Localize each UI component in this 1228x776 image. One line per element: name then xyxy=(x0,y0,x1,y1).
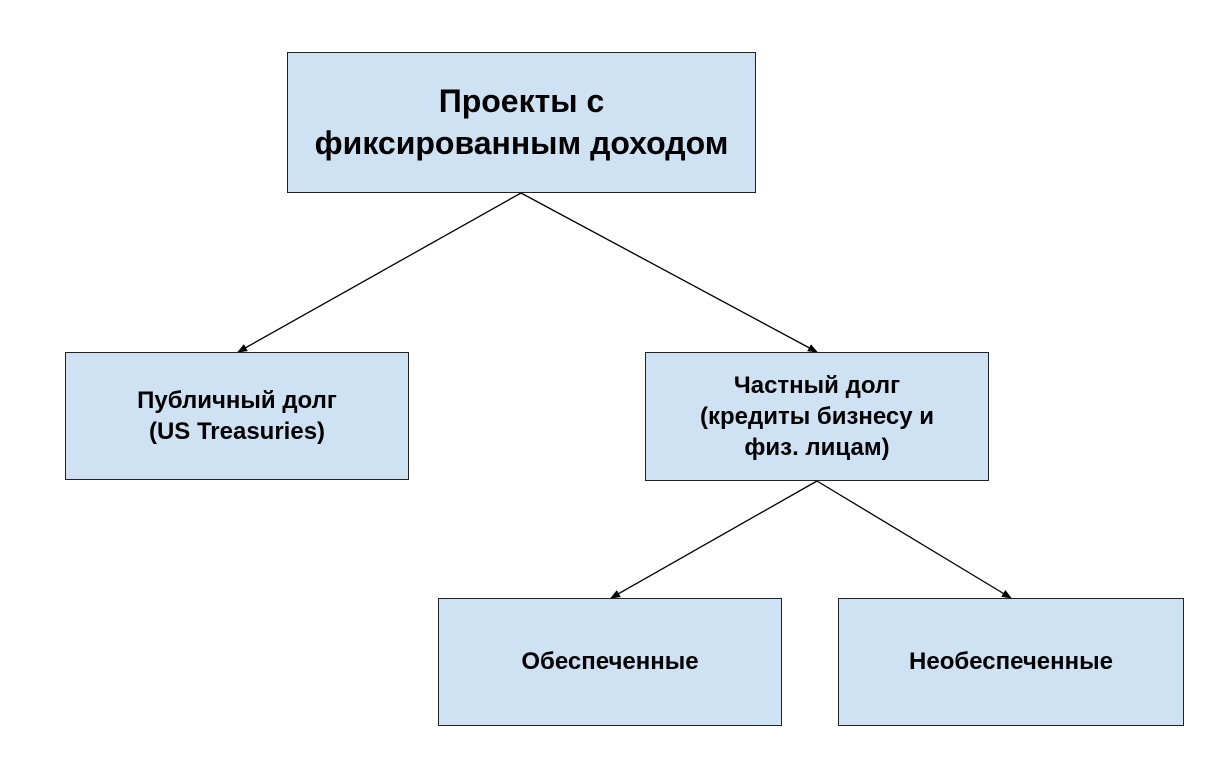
node-fixed-income-projects: Проекты с фиксированным доходом xyxy=(287,52,756,193)
edge-private-debt-to-secured xyxy=(610,480,818,599)
node-unsecured: Необеспеченные xyxy=(838,598,1184,726)
edge-root-to-public-debt xyxy=(237,192,522,353)
edge-root-to-private-debt xyxy=(520,192,818,353)
node-public-debt: Публичный долг (US Treasuries) xyxy=(65,352,409,480)
node-label: Необеспеченные xyxy=(909,648,1113,676)
node-label: Проекты с фиксированным доходом xyxy=(314,82,729,161)
edge-private-debt-to-unsecured xyxy=(816,480,1012,599)
node-secured: Обеспеченные xyxy=(438,598,782,726)
node-label: Частный долг (кредиты бизнесу и физ. лиц… xyxy=(699,371,935,462)
node-private-debt: Частный долг (кредиты бизнесу и физ. лиц… xyxy=(645,352,989,481)
node-label: Обеспеченные xyxy=(521,648,699,676)
node-label: Публичный долг (US Treasuries) xyxy=(137,386,337,445)
